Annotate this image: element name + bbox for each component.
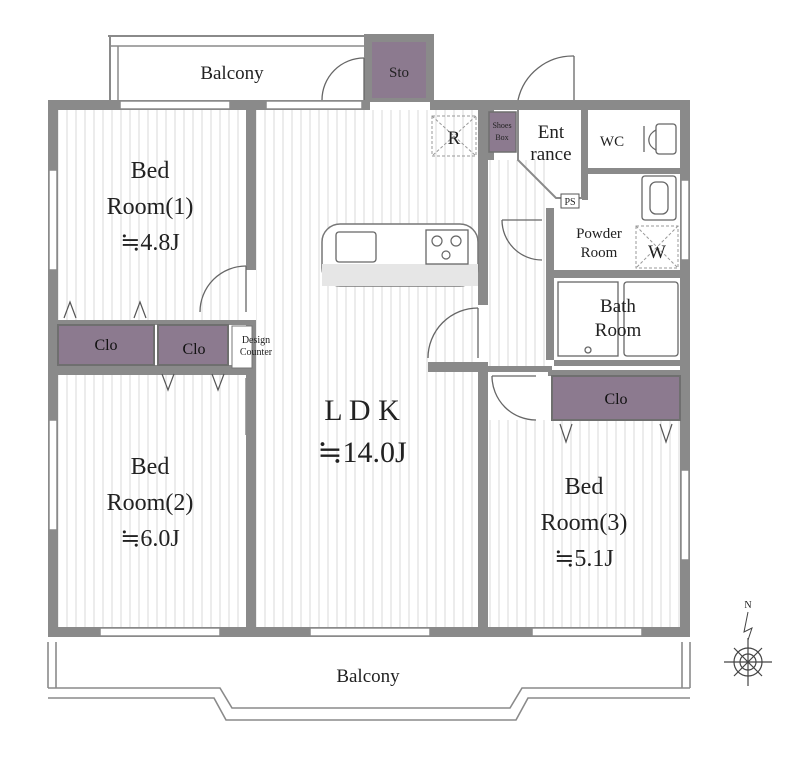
shoes-box-line2: Box [495, 133, 508, 142]
closet-door-marks [63, 300, 673, 444]
bath-line2: Room [595, 320, 642, 341]
bed3-line1: Bed [565, 474, 604, 500]
bed1-line2: Room(1) [107, 194, 194, 220]
bed3-area: ≒5.1J [554, 546, 613, 572]
closet-label-1: Clo [94, 337, 117, 354]
storage-room [364, 34, 434, 102]
floor-bed1 [58, 110, 246, 320]
design-counter [231, 325, 253, 369]
design-counter-line2: Counter [240, 347, 273, 358]
bed2-area: ≒6.0J [120, 526, 179, 552]
bed2-line2: Room(2) [107, 490, 194, 516]
bathtub [557, 281, 679, 357]
balcony-bottom-label: Balcony [336, 666, 400, 687]
ldk-name: L D K [324, 394, 400, 427]
shoes-box [488, 111, 517, 153]
washer-label: W [648, 242, 666, 263]
balcony-top-label: Balcony [200, 63, 264, 84]
washer-space [635, 225, 679, 269]
design-counter-line1: Design [242, 335, 270, 346]
door-swings [199, 55, 575, 421]
closet-label-3: Clo [604, 391, 627, 408]
wc-label: WC [600, 134, 624, 150]
storage-label: Sto [389, 65, 409, 81]
floor-bed3 [488, 420, 680, 627]
entrance-line1: Ent [538, 122, 565, 143]
entrance-line2: rance [530, 144, 571, 165]
entrance-shape [517, 110, 583, 199]
closets [57, 324, 681, 421]
balcony-bottom-railing [47, 642, 691, 721]
bed1-line1: Bed [131, 158, 170, 184]
powder-line1: Powder [576, 226, 622, 242]
sliding-partition [245, 378, 253, 435]
ps-shaft [560, 193, 580, 209]
floor-hall [488, 160, 552, 370]
fridge-space [431, 115, 477, 157]
powder-line2: Room [581, 245, 618, 261]
kitchen-counter [321, 223, 479, 287]
fridge-label: R [448, 128, 461, 149]
shoes-box-line1: Shoes [492, 121, 511, 130]
compass-icon [724, 611, 772, 686]
bed3-line2: Room(3) [541, 510, 628, 536]
ldk-area: ≒14.0J [317, 436, 407, 469]
bed1-area: ≒4.8J [120, 230, 179, 256]
powder-sink [641, 175, 677, 221]
windows [48, 100, 690, 637]
floor-bed2 [58, 375, 246, 627]
balcony-top-railing [108, 35, 365, 100]
ps-label: PS [564, 197, 575, 208]
bed2-line1: Bed [131, 454, 170, 480]
closet-label-2: Clo [182, 341, 205, 358]
compass-north-label: N [744, 600, 751, 611]
bath-line1: Bath [600, 296, 636, 317]
labels: Balcony Sto Bed Room(1) ≒4.8J Clo Clo De… [94, 63, 751, 687]
toilet [643, 123, 677, 155]
